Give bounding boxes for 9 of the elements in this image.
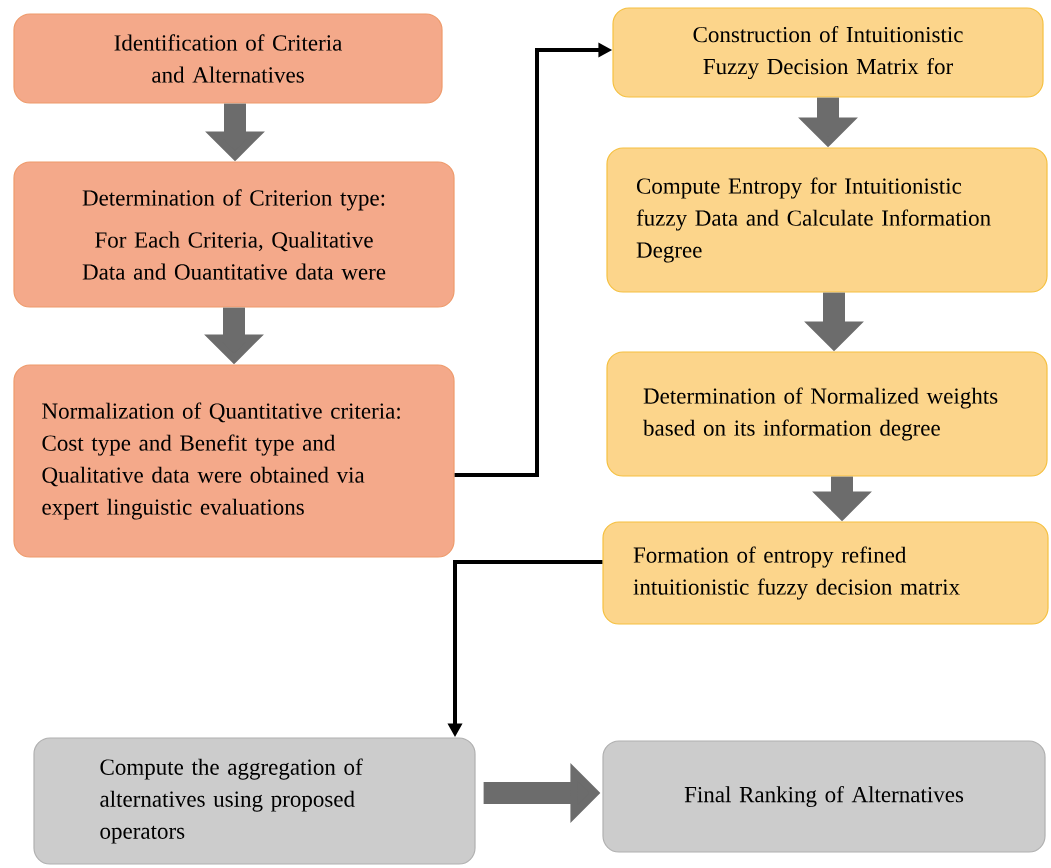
process-box: Normalization of Quantitative criteria: Cost type and Benefit type and Qualitative data were obtained via expert linguistic evaluations: [13, 364, 455, 558]
process-box: Compute the aggregation of alternatives using proposed operators: [33, 737, 476, 865]
process-box: Identification of Criteria and Alternatives: [13, 13, 443, 104]
process-box: Determination of Criterion type: For Each Criteria, Qualitative Data and Ouantitative data were: [13, 161, 455, 308]
process-box: Determination of Normalized weights based on its information degree: [606, 351, 1048, 477]
process-box: Formation of entropy refined intuitionistic fuzzy decision matrix: [602, 521, 1049, 625]
process-box: Final Ranking of Alternatives: [602, 740, 1046, 853]
process-box: Compute Entropy for Intuitionistic fuzzy Data and Calculate Information Degree: [606, 147, 1048, 293]
process-box: Construction of Intuitionistic Fuzzy Decision Matrix for: [612, 7, 1044, 98]
